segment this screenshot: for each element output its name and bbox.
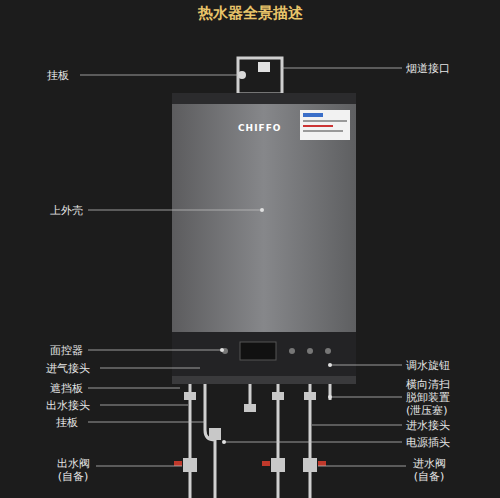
part-label: 遮挡板	[50, 382, 83, 395]
part-label: 进气接头	[46, 362, 90, 375]
brand-logo: CHIFFO	[238, 122, 281, 135]
part-label: 调水旋钮	[406, 359, 450, 372]
part-label: 进水阀 (自备)	[408, 457, 450, 483]
part-label: 烟道接口	[406, 62, 450, 75]
part-label: 出水接头	[46, 399, 90, 412]
part-label: 上外壳	[50, 204, 83, 217]
part-label: 出水阀 (自备)	[52, 457, 94, 483]
diagram-title: 热水器全景描述	[0, 4, 500, 23]
part-label: 挂板	[47, 69, 69, 82]
part-label: 面控器	[50, 344, 83, 357]
part-label: 挂板	[56, 416, 78, 429]
part-label: 进水接头	[406, 419, 450, 432]
part-label: 电源插头	[406, 436, 450, 449]
part-label: 横向清扫 脱卸装置 (泄压塞)	[406, 378, 460, 417]
